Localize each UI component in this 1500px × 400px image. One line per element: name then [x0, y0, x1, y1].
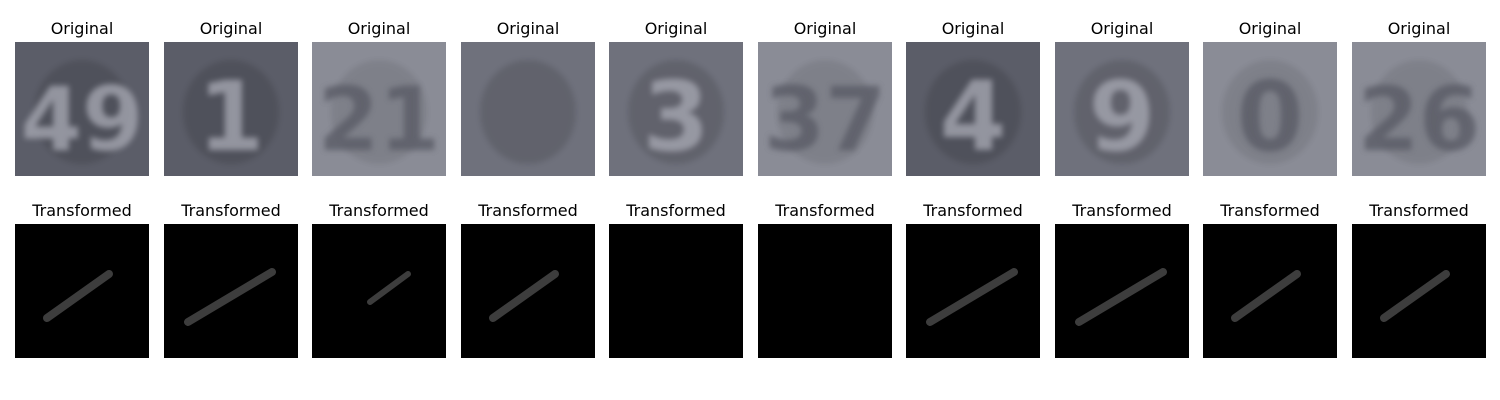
original-panel-title: Original	[496, 19, 560, 38]
transformed-image	[312, 224, 446, 358]
transformed-panel-title: Transformed	[32, 201, 132, 220]
original-panel-title: Original	[941, 19, 1005, 38]
original-panel-title: Original	[644, 19, 708, 38]
original-image	[461, 42, 595, 176]
transformed-panel-title: Transformed	[478, 201, 578, 220]
transformed-panel-title: Transformed	[1369, 201, 1469, 220]
svg-text:37: 37	[764, 68, 886, 171]
original-panel-title: Original	[50, 19, 114, 38]
svg-text:49: 49	[21, 68, 143, 171]
svg-text:1: 1	[198, 61, 265, 173]
original-image: 49	[15, 42, 149, 176]
transformed-image	[609, 224, 743, 358]
transformed-image	[758, 224, 892, 358]
transformed-panel-title: Transformed	[329, 201, 429, 220]
svg-text:3: 3	[643, 61, 710, 173]
svg-text:0: 0	[1237, 61, 1304, 173]
transformed-image	[1203, 224, 1337, 358]
transformed-panel-title: Transformed	[626, 201, 726, 220]
original-panel-title: Original	[793, 19, 857, 38]
original-image: 37	[758, 42, 892, 176]
original-image: 1	[164, 42, 298, 176]
transformed-image	[1055, 224, 1189, 358]
original-image: 3	[609, 42, 743, 176]
transformed-image	[164, 224, 298, 358]
original-panel-title: Original	[1387, 19, 1451, 38]
transformed-panel-title: Transformed	[923, 201, 1023, 220]
original-image: 9	[1055, 42, 1189, 176]
svg-text:9: 9	[1089, 61, 1156, 173]
original-image: 0	[1203, 42, 1337, 176]
transformed-image	[906, 224, 1040, 358]
original-image: 26	[1352, 42, 1486, 176]
original-panel-title: Original	[1238, 19, 1302, 38]
transformed-panel-title: Transformed	[181, 201, 281, 220]
transformed-panel-title: Transformed	[1220, 201, 1320, 220]
svg-text:4: 4	[940, 61, 1007, 173]
original-panel-title: Original	[347, 19, 411, 38]
original-image: 21	[312, 42, 446, 176]
transformed-panel-title: Transformed	[1072, 201, 1172, 220]
transformed-image	[1352, 224, 1486, 358]
original-image: 4	[906, 42, 1040, 176]
original-panel-title: Original	[199, 19, 263, 38]
svg-text:21: 21	[318, 68, 440, 171]
transformed-image	[461, 224, 595, 358]
original-panel-title: Original	[1090, 19, 1154, 38]
svg-text:26: 26	[1358, 68, 1480, 171]
transformed-panel-title: Transformed	[775, 201, 875, 220]
transformed-image	[15, 224, 149, 358]
